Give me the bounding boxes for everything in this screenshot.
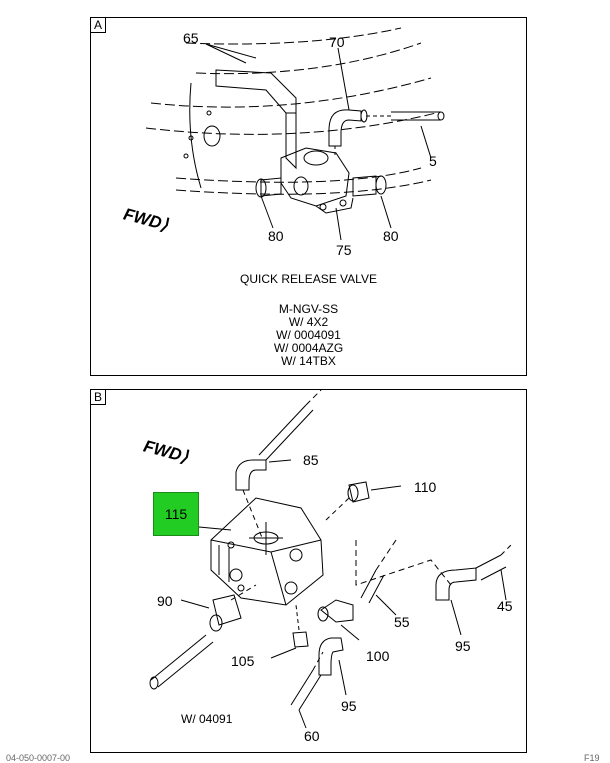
callout-85: 85 (303, 452, 319, 468)
callout-95-bottom: 95 (341, 698, 357, 714)
footer-right: F19 (584, 753, 600, 763)
caption-line-3: W/ 0004091 (276, 328, 341, 342)
panel-b-note: W/ 04091 (181, 712, 233, 726)
callout-105: 105 (231, 653, 255, 669)
callout-115-highlight[interactable]: 115 (153, 492, 199, 536)
panel-a-drawing (145, 27, 445, 241)
callout-55: 55 (394, 614, 410, 630)
callout-80-left: 80 (268, 228, 284, 244)
panel-a-letter: A (91, 18, 106, 33)
callout-90: 90 (157, 593, 173, 609)
callout-110: 110 (414, 479, 437, 495)
callout-70: 70 (329, 34, 345, 50)
callout-5: 5 (429, 153, 437, 169)
footer-left: 04-050-0007-00 (6, 753, 71, 763)
callout-100: 100 (366, 648, 390, 664)
callout-95-right: 95 (455, 638, 471, 654)
caption-line-1: M-NGV-SS (278, 302, 339, 316)
panel-a: A (90, 17, 527, 376)
callout-45: 45 (497, 598, 513, 614)
callout-75: 75 (336, 242, 352, 258)
caption-line-5: W/ 14TBX (281, 354, 336, 368)
callout-80-right: 80 (383, 228, 399, 244)
caption-line-2: W/ 4X2 (288, 315, 329, 329)
callout-60: 60 (304, 728, 320, 744)
panel-b: B (90, 389, 527, 753)
panel-b-drawing (149, 390, 512, 729)
callout-65: 65 (183, 30, 199, 46)
panel-b-letter: B (91, 390, 106, 405)
caption-line-4: W/ 0004AZG (273, 341, 344, 355)
caption-title: QUICK RELEASE VALVE (240, 272, 377, 286)
